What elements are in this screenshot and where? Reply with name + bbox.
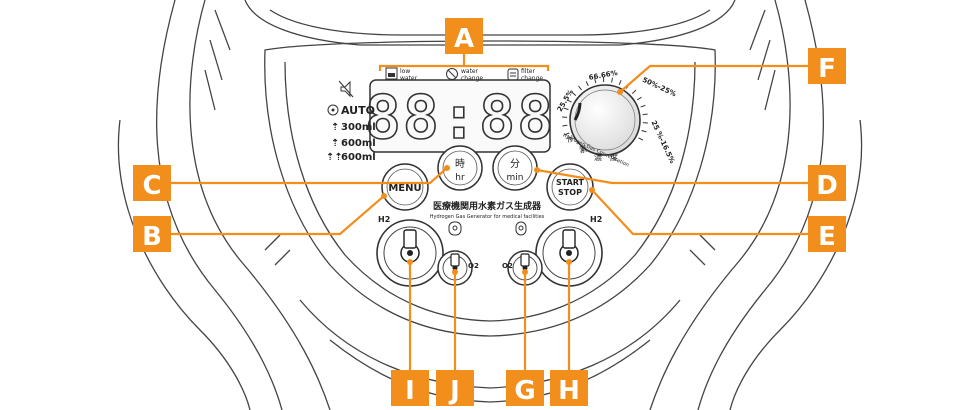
svg-text:A: A <box>454 24 474 54</box>
indicator-low-water-line1: low <box>400 68 410 75</box>
dial-kanji-4: 度 <box>610 152 618 162</box>
min-button-kanji: 分 <box>510 158 520 170</box>
callout-f: F <box>808 48 846 84</box>
callout-a: A <box>445 18 483 54</box>
port-label-o2-right: O2 <box>502 262 513 270</box>
indicator-filter-change-line1: filter <box>521 68 535 75</box>
svg-text:G: G <box>514 376 535 406</box>
dial-kanji-2: 素 <box>578 143 588 155</box>
callout-dots <box>381 89 623 275</box>
lcd-display: 88:88 <box>364 79 556 154</box>
hr-button-kanji: 時 <box>455 158 465 170</box>
indicator-filter-change-line2: change <box>521 75 543 82</box>
callout-g: G <box>506 370 544 406</box>
auto-icon <box>327 104 339 116</box>
indicator-low-water-line2: water <box>400 75 418 82</box>
h2-port-left[interactable] <box>376 219 444 287</box>
svg-text:C: C <box>142 171 161 201</box>
callout-h: H <box>550 370 588 406</box>
min-button-unit: min <box>507 173 524 183</box>
double-cup-icon: ⇡⇡ <box>326 152 343 163</box>
start-stop-line1: START <box>556 178 585 187</box>
callout-d: D <box>808 165 846 201</box>
dial-kanji-3: 濃 <box>594 152 602 162</box>
start-stop-button[interactable]: START STOP <box>546 163 594 211</box>
dial-tick <box>641 129 647 133</box>
menu-button[interactable]: MENU <box>381 163 429 211</box>
dial-kanji-1: 水 <box>564 132 576 145</box>
h2-port-right[interactable] <box>535 219 603 287</box>
dial-tick <box>594 78 597 84</box>
start-stop-line2: STOP <box>558 188 582 197</box>
device-body <box>117 0 863 410</box>
mode-300ml-label: 300ml <box>341 122 376 133</box>
dial-tick <box>611 77 613 83</box>
indicator-row: low water water change filter change <box>385 67 543 82</box>
product-name-en: Hydrogen Gas Generator for medical facil… <box>430 214 545 220</box>
leader-e <box>591 189 810 236</box>
product-name-jp: 医療機関用水素ガス生成器 <box>433 200 542 212</box>
leader-d <box>536 168 810 185</box>
dial-label-25-16: 25 %-16.5% <box>649 119 676 164</box>
leader-f <box>619 64 815 93</box>
mute-icon <box>338 80 354 98</box>
cup-icon: ⇡ <box>331 122 339 133</box>
lcd-time-readout: 88:88 <box>365 83 556 153</box>
svg-text:B: B <box>142 222 162 252</box>
mode-600ml-label-2: 600ml <box>341 152 376 163</box>
svg-text:E: E <box>818 222 836 252</box>
water-change-icon <box>446 68 458 80</box>
dial-tick <box>566 99 572 103</box>
dial-tick <box>638 137 644 141</box>
dial-tick <box>618 79 622 85</box>
callout-leaders <box>168 52 815 375</box>
callout-boxes: A B C D E F G H <box>133 18 846 406</box>
svg-text:I: I <box>405 376 415 406</box>
dial-tick <box>571 91 577 96</box>
mode-600ml-label: 600ml <box>341 138 376 149</box>
dial-tick-marks <box>562 77 648 141</box>
min-button[interactable]: 分 min <box>492 145 538 191</box>
hr-button-unit: hr <box>455 173 465 183</box>
port-label-h2-left: H2 <box>378 215 390 224</box>
mode-list: AUTO ⇡ 300ml ⇡ 600ml ⇡⇡ 600ml <box>326 80 376 163</box>
low-water-icon <box>385 67 398 80</box>
o2-indicator-right-icon <box>515 221 527 236</box>
svg-text:F: F <box>818 54 836 84</box>
indicator-water-change-line1: water <box>461 68 479 75</box>
mode-auto-label: AUTO <box>341 104 375 117</box>
dial-tick <box>562 124 568 127</box>
cup-icon-2: ⇡ <box>331 138 339 149</box>
dial-tick <box>636 96 642 101</box>
dial-tick <box>563 107 569 111</box>
leader-c <box>168 167 448 185</box>
concentration-dial[interactable]: 66.66% 50%-25% 25.5% 25 %-16.5% 水 素 濃 度 … <box>556 69 678 169</box>
port-label-o2-left: O2 <box>468 262 479 270</box>
callout-c: C <box>133 165 171 201</box>
dial-label-50-25: 50%-25% <box>641 76 677 99</box>
dial-tick <box>578 85 582 91</box>
indicator-water-change-line2: change <box>461 75 483 82</box>
dial-tick <box>564 132 570 136</box>
port-label-h2-right: H2 <box>590 215 602 224</box>
menu-button-label: MENU <box>388 183 421 194</box>
o2-port-left[interactable] <box>437 250 473 286</box>
dial-tick <box>640 104 646 108</box>
svg-text:D: D <box>816 171 838 201</box>
hr-button[interactable]: 時 hr <box>437 145 483 191</box>
callout-b: B <box>133 216 171 252</box>
callout-j: J <box>436 370 474 406</box>
dial-tick <box>585 81 589 87</box>
callout-i: I <box>391 370 429 406</box>
dial-tick <box>642 113 648 116</box>
callout-e: E <box>808 216 846 252</box>
filter-change-icon <box>507 68 519 81</box>
o2-indicator-left-icon <box>448 221 462 236</box>
dial-tick <box>631 89 637 94</box>
leader-b <box>168 195 385 236</box>
svg-text:H: H <box>558 376 580 406</box>
svg-text:J: J <box>448 376 460 406</box>
